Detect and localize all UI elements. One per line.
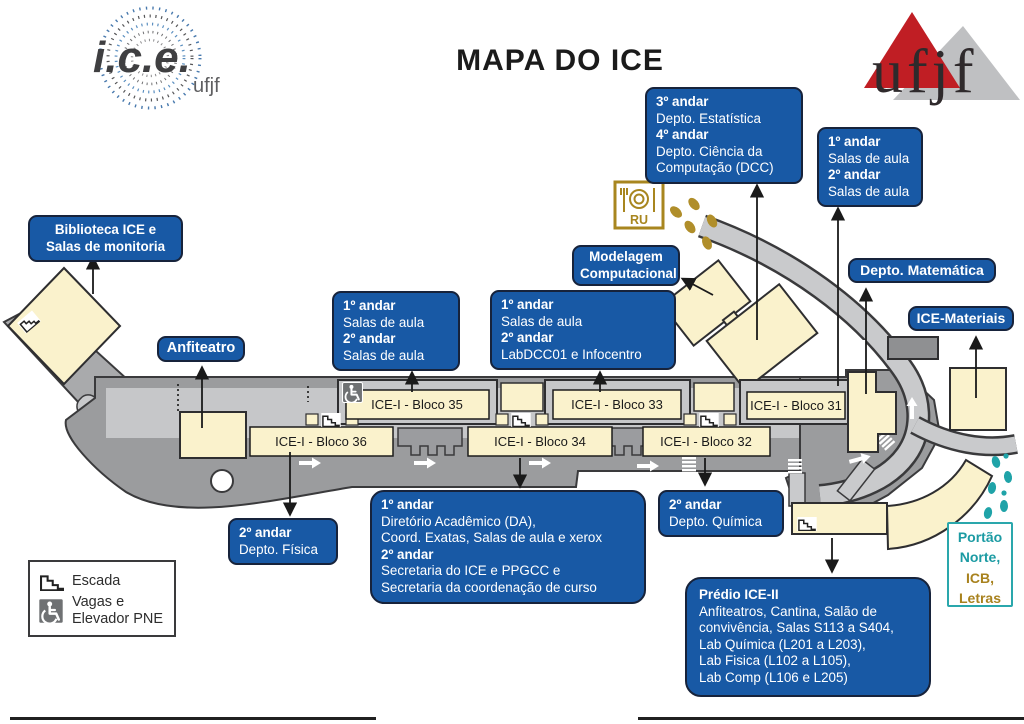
legend-row-escada: Escada <box>38 572 166 591</box>
building-dcc <box>705 282 819 392</box>
arrow-modelagem <box>680 277 714 296</box>
building-anfiteatro <box>179 411 247 459</box>
label-bloco34: ICE-I - Bloco 34 <box>494 434 586 449</box>
label-bloco35: ICE-I - Bloco 35 <box>371 397 463 412</box>
road-circle <box>210 469 234 493</box>
ice-logo-text: i.c.e. <box>93 33 191 82</box>
building-ice2-wing <box>885 458 994 551</box>
stair-tower <box>397 427 463 456</box>
building-ice-materiais <box>949 367 1007 431</box>
stairs-icon <box>698 413 720 427</box>
landing <box>305 413 319 426</box>
callout-estatistica-dcc: 3º andar Depto. Estatística 4º andar Dep… <box>645 87 803 185</box>
callout-biblioteca: Biblioteca ICE e Salas de monitoria <box>28 215 183 263</box>
building-labels: ICE-I - Bloco 35 ICE-I - Bloco 33 ICE-I … <box>249 389 846 457</box>
wheelchair-icon <box>342 382 363 403</box>
landing <box>723 413 737 426</box>
stairs-icon <box>510 413 532 427</box>
callout-salas-nordeste: 1º andar Salas de aula 2º andar Salas de… <box>817 127 923 208</box>
callout-bloco33: 1º andar Salas de aula 2º andar LabDCC01… <box>490 290 676 371</box>
bottom-rule-left <box>10 717 376 720</box>
label-bloco32: ICE-I - Bloco 32 <box>660 434 752 449</box>
callout-ice2: Prédio ICE-II Anfiteatros, Cantina, Salã… <box>685 577 931 697</box>
stairs-icon <box>796 517 818 531</box>
callout-modelagem: Modelagem Computacional <box>572 245 680 287</box>
ru-restaurant-icon: RU <box>613 180 665 230</box>
callout-bloco35: 1º andar Salas de aula 2º andar Salas de… <box>332 291 460 372</box>
callout-arrows <box>85 183 984 574</box>
ice-logo-sub: ufjf <box>193 75 220 97</box>
building-biblioteca <box>6 266 122 386</box>
ufjf-red-triangle <box>864 12 960 88</box>
landing <box>535 413 549 426</box>
label-bloco36: ICE-I - Bloco 36 <box>275 434 367 449</box>
callout-fisica: 2º andar Depto. Física <box>228 518 338 566</box>
stairs-icon <box>320 413 342 427</box>
stairs-icon <box>38 572 72 591</box>
callout-portao-norte: Portão Norte, ICB, Letras <box>947 522 1013 607</box>
avenue <box>698 217 928 506</box>
callout-anfiteatro: Anfiteatro <box>157 336 245 362</box>
crosswalk <box>788 459 802 474</box>
landing <box>683 413 697 426</box>
crosswalks <box>682 431 896 476</box>
legend-row-pne: Vagas e Elevador PNE <box>38 594 166 627</box>
footprints-gold <box>669 197 718 250</box>
legend-pne-label-1: Vagas e <box>72 594 125 610</box>
landing <box>495 413 509 426</box>
ufjf-logo: ufjf <box>864 12 1020 106</box>
page-title: MAPA DO ICE <box>456 44 664 77</box>
legend: Escada Vagas e Elevador PNE <box>28 560 176 637</box>
legend-pne-label-2: Elevador PNE <box>72 610 164 627</box>
ice-logo: i.c.e. ufjf <box>93 6 220 110</box>
label-bloco33: ICE-I - Bloco 33 <box>571 397 663 412</box>
label-bloco31: ICE-I - Bloco 31 <box>750 398 842 413</box>
footprints-teal <box>983 453 1013 519</box>
bottom-rule-right <box>638 717 1024 720</box>
building-annex-gray <box>887 336 939 360</box>
legend-escada-label: Escada <box>72 573 121 590</box>
callout-quimica: 2º andar Depto. Química <box>658 490 784 538</box>
callout-ice-materiais: ICE-Materiais <box>908 306 1014 332</box>
building-annex <box>693 382 735 412</box>
callout-matematica: Depto. Matemática <box>848 258 996 284</box>
path-connector <box>788 472 806 507</box>
path-connector <box>836 458 876 502</box>
building-annex <box>500 382 544 412</box>
callout-diretorio: 1º andar Diretório Acadêmico (DA), Coord… <box>370 490 646 604</box>
road-exit <box>911 418 1018 454</box>
crosswalk <box>682 457 696 476</box>
building-matematica <box>847 371 897 453</box>
ru-label: RU <box>630 213 648 227</box>
wheelchair-icon <box>38 598 72 624</box>
ufjf-logo-text: ufjf <box>872 38 978 106</box>
